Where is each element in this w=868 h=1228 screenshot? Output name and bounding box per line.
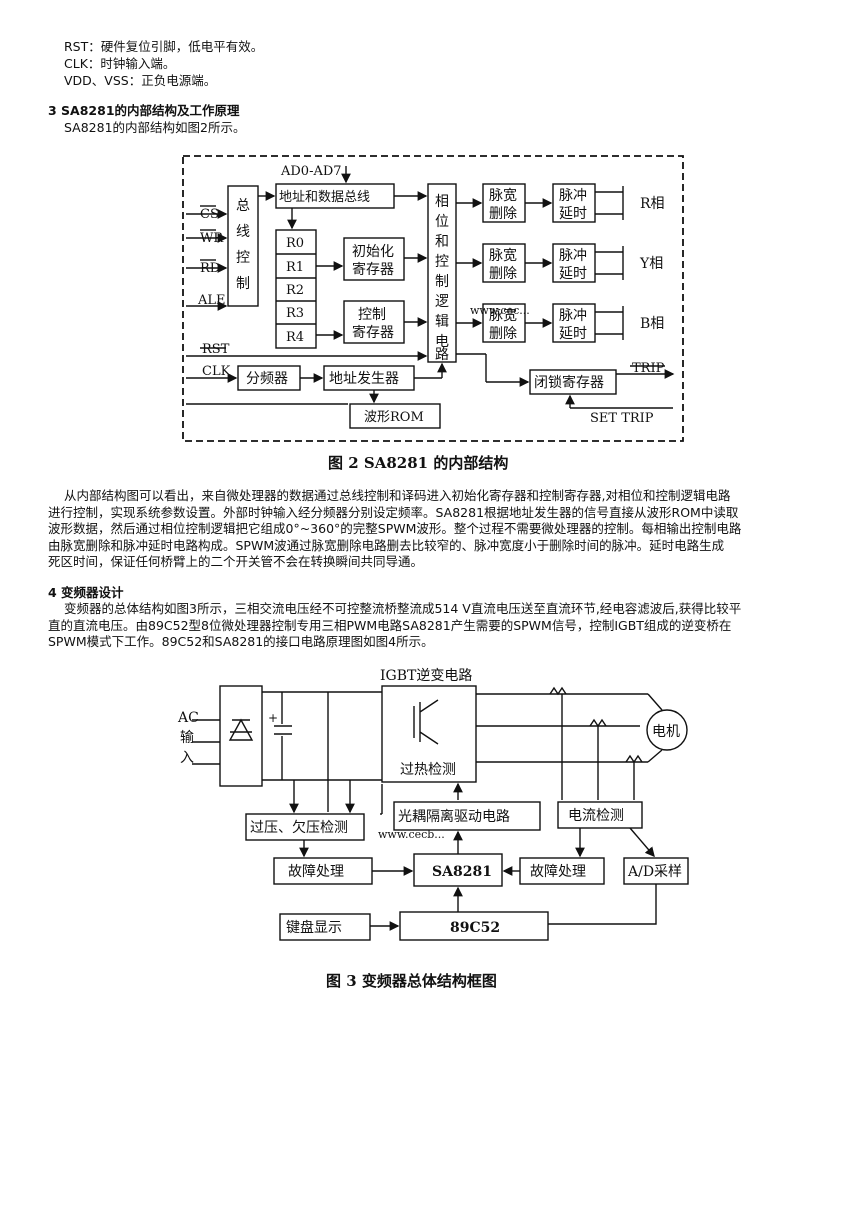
pulse-delay-b-2: 延时 [559, 326, 587, 342]
reg-r0: R0 [286, 236, 304, 251]
volt-detect-label: 过压、欠压检测 [250, 820, 348, 836]
figure3-caption: 图 3 变频器总体结构框图 [326, 972, 497, 990]
phase-b: B相 [640, 316, 664, 332]
section4-paragraph: 变频器的总体结构如图3所示，三相交流电压经不可控整流桥整流成514 V直流电压送… [48, 601, 818, 651]
rom-label: 波形ROM [364, 410, 424, 425]
logic-1: 相 [435, 194, 449, 210]
figure3-diagram: AC 输 入 + IGBT逆变电路 过热检测 电机 过压、欠压检测 光耦隔离驱动… [177, 668, 689, 941]
pulse-del-r-2: 删除 [489, 206, 517, 222]
latch-label: 闭锁寄存器 [534, 374, 604, 391]
section3-heading: 3 SA8281的内部结构及工作原理 [48, 103, 240, 118]
para2-line-1: 变频器的总体结构如图3所示，三相交流电压经不可控整流桥整流成514 V直流电压送… [64, 601, 742, 616]
intro-rst: RST：硬件复位引脚，低电平有效。 [64, 39, 264, 54]
cs-label: CS [200, 207, 219, 222]
motor-label: 电机 [652, 724, 680, 740]
reg-r1: R1 [286, 260, 304, 275]
clk-label: CLK [202, 364, 231, 379]
pulse-del-b-1: 脉宽 [489, 307, 517, 324]
sa8281-label: SA8281 [432, 864, 492, 880]
igbt-label: IGBT逆变电路 [380, 668, 472, 684]
logic-8: 电 [435, 334, 449, 350]
logic-4: 控 [435, 254, 449, 270]
section4-heading: 4 变频器设计 [48, 585, 124, 600]
pulse-delay-r-1: 脉冲 [559, 188, 587, 204]
opto-label: 光耦隔离驱动电路 [398, 808, 510, 825]
pulse-del-r-1: 脉宽 [489, 187, 517, 204]
ac-in-2: 入 [180, 750, 194, 766]
para1-line-5: 死区时间，保证任何桥臂上的二个开关管不会在转换瞬间共同导通。 [48, 554, 424, 569]
addr-gen-label: 地址发生器 [329, 371, 399, 387]
fault-r-label: 故障处理 [530, 864, 586, 880]
rd-label: RD [200, 261, 220, 276]
para2-line-2: 直的直流电压。由89C52型8位微处理器控制专用三相PWM电路SA8281产生需… [48, 617, 732, 633]
para1-line-1: 从内部结构图可以看出，来自微处理器的数据通过总线控制和译码进入初始化寄存器和控制… [64, 488, 731, 503]
fault-l-label: 故障处理 [288, 864, 344, 880]
figure2-watermark: www.cec... [470, 304, 530, 317]
ctrl-reg-2: 寄存器 [352, 324, 394, 341]
set-trip-label: SET TRIP [590, 411, 654, 426]
ac-in-1: 输 [180, 730, 194, 746]
keypad-label: 键盘显示 [286, 919, 342, 936]
overheat-label: 过热检测 [400, 762, 456, 778]
figure3-watermark: www.cecb... [378, 828, 445, 841]
reg-r3: R3 [286, 306, 304, 321]
pulse-del-y-2: 删除 [489, 266, 517, 282]
ac-label: AC [177, 710, 199, 726]
pulse-delay-y-1: 脉冲 [559, 248, 587, 264]
reg-r2: R2 [286, 283, 304, 298]
figure2-diagram: AD0-AD7 地址和数据总线 总 线 控 制 CS WR RD ALE RST… [182, 155, 684, 442]
bus-control-3: 控 [236, 250, 250, 266]
mcu-label: 89C52 [450, 920, 500, 936]
logic-2: 位 [435, 214, 449, 230]
bus-label: 地址和数据总线 [279, 190, 370, 205]
logic-6: 逻 [435, 294, 449, 310]
pulse-del-b-2: 删除 [489, 326, 517, 342]
logic-5: 制 [435, 274, 449, 290]
bus-control-1: 总 [236, 198, 250, 214]
logic-9: 路 [435, 347, 449, 363]
intro-clk: CLK：时钟输入端。 [64, 56, 176, 71]
bus-control-2: 线 [236, 224, 250, 240]
para1-line-2: 进行控制，实现系统参数设置。外部时钟输入经分频器分别设定频率。SA8281根据地… [48, 504, 739, 520]
cur-detect-label: 电流检测 [568, 808, 624, 824]
trip-label: TRIP [632, 361, 665, 376]
ale-label: ALE [197, 293, 226, 308]
pulse-delay-b-1: 脉冲 [559, 308, 587, 324]
cap-plus: + [268, 711, 278, 725]
para1-line-3: 波形数据，然后通过相位控制逻辑把它组成0°~360°的完整SPWM波形。整个过程… [48, 521, 742, 536]
para1-line-4: 由脉宽删除和脉冲延时电路构成。SPWM波通过脉宽删除电路删去比较窄的、脉冲宽度小… [48, 537, 725, 553]
figure2-caption: 图 2 SA8281 的内部结构 [328, 454, 509, 472]
phase-y: Y相 [639, 256, 663, 272]
divider-label: 分频器 [246, 371, 288, 387]
logic-3: 和 [435, 234, 449, 250]
paragraph-1: 从内部结构图可以看出，来自微处理器的数据通过总线控制和译码进入初始化寄存器和控制… [48, 488, 818, 571]
section3-intro: SA8281的内部结构如图2所示。 [64, 120, 246, 135]
init-reg-1: 初始化 [352, 243, 394, 260]
intro-vdd: VDD、VSS：正负电源端。 [64, 73, 217, 88]
pulse-delay-r-2: 延时 [559, 206, 587, 222]
pulse-del-y-1: 脉宽 [489, 247, 517, 264]
init-reg-2: 寄存器 [352, 261, 394, 278]
ad-label: AD0-AD7 [280, 164, 342, 179]
para2-line-3: SPWM模式下工作。89C52和SA8281的接口电路原理图如图4所示。 [48, 634, 434, 649]
reg-r4: R4 [286, 330, 304, 345]
pulse-delay-y-2: 延时 [559, 266, 587, 282]
rst-label: RST [202, 342, 230, 357]
adc-label: A/D采样 [627, 864, 682, 880]
ctrl-reg-1: 控制 [358, 307, 386, 323]
bus-control-4: 制 [236, 276, 250, 292]
phase-r: R相 [640, 196, 665, 212]
logic-7: 辑 [435, 314, 449, 330]
wr-label: WR [200, 231, 224, 246]
